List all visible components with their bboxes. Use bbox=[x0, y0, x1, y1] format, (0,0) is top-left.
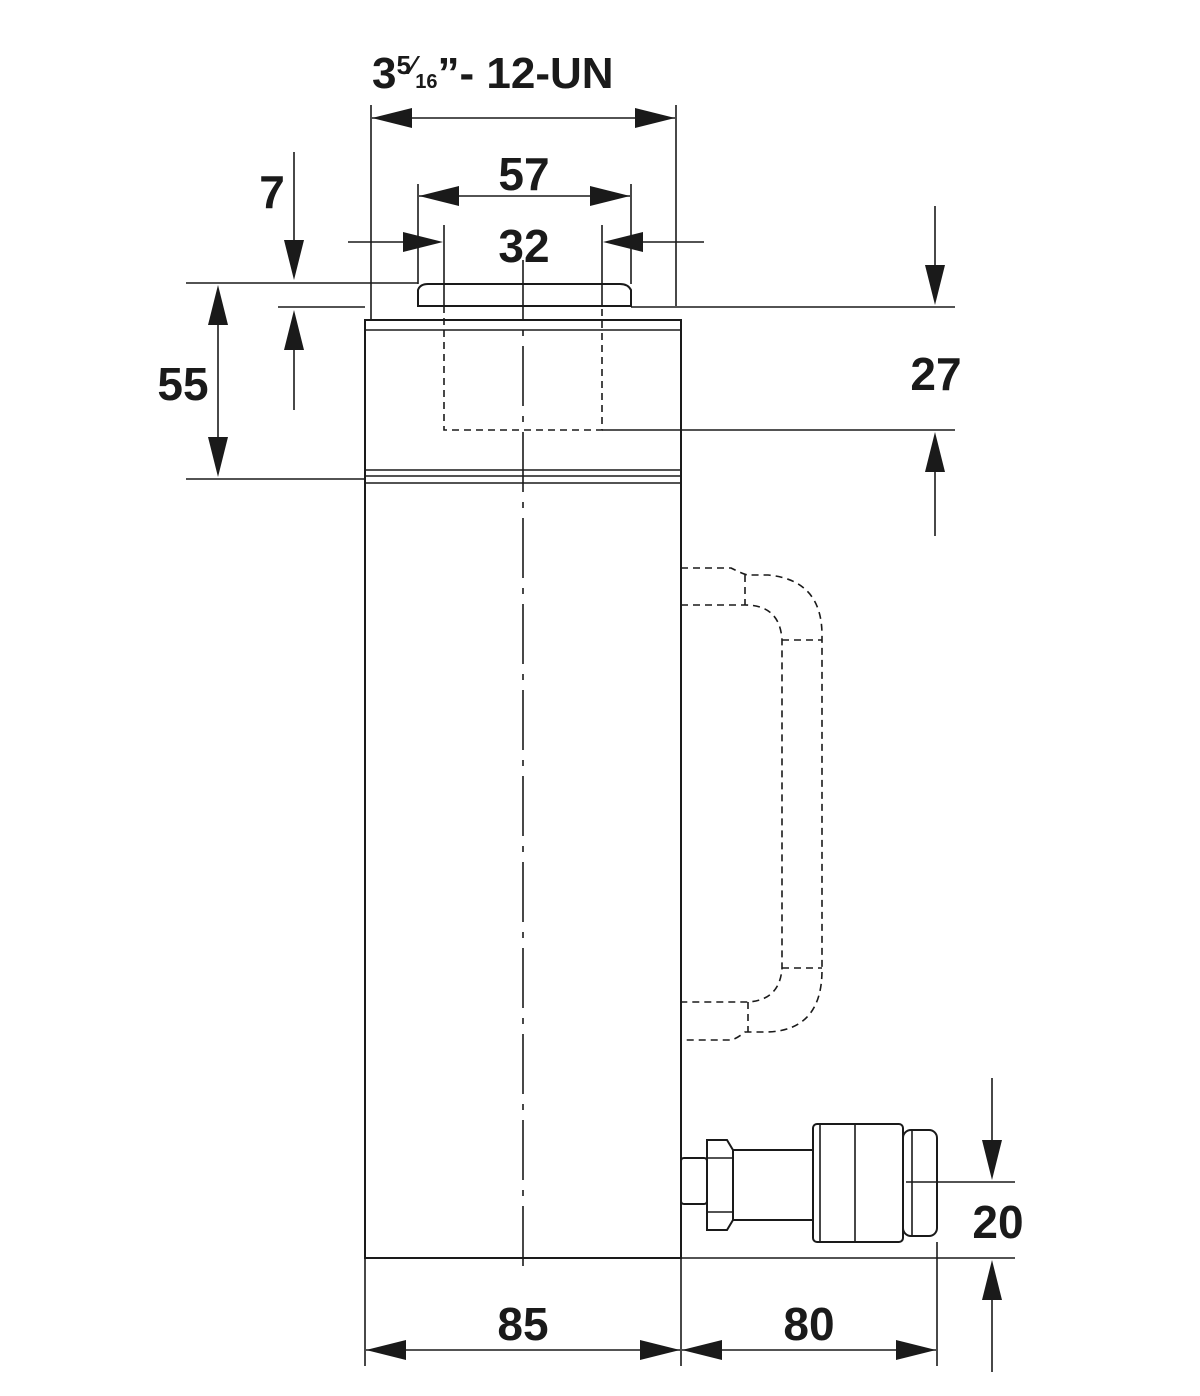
thread-whole: 3 bbox=[372, 49, 396, 98]
coupler-height-label: 20 bbox=[972, 1196, 1023, 1248]
thread-label: 35⁄16”- 12-UN bbox=[372, 49, 614, 98]
hydraulic-coupler bbox=[680, 1123, 938, 1243]
saddle-protrusion-label: 7 bbox=[259, 166, 285, 218]
dim-thread: 35⁄16”- 12-UN bbox=[370, 49, 677, 320]
dim-body-diameter: 85 bbox=[364, 1258, 682, 1366]
dim-coupler-length: 80 bbox=[682, 1242, 938, 1366]
dim-saddle-diameter: 57 bbox=[417, 148, 632, 284]
dim-collar-height: 55 bbox=[157, 285, 365, 480]
plunger-diameter-label: 32 bbox=[498, 220, 549, 272]
handle-hidden bbox=[681, 567, 823, 1041]
collar-height-label: 55 bbox=[157, 358, 208, 410]
thread-bore-hidden bbox=[443, 306, 603, 431]
thread-numerator: 5 bbox=[396, 50, 410, 80]
arrow-right bbox=[635, 108, 675, 128]
body-diameter-label: 85 bbox=[497, 1298, 548, 1350]
thread-denominator: 16 bbox=[415, 71, 437, 93]
thread-depth-label: 27 bbox=[910, 348, 961, 400]
arrow-left bbox=[372, 108, 412, 128]
saddle bbox=[417, 283, 632, 307]
dim-saddle-protrusion: 7 bbox=[186, 152, 418, 410]
saddle-diameter-label: 57 bbox=[498, 148, 549, 200]
thread-suffix: ”- 12-UN bbox=[438, 49, 614, 98]
coupler-length-label: 80 bbox=[783, 1298, 834, 1350]
dim-coupler-height: 20 bbox=[682, 1078, 1024, 1372]
dim-thread-depth: 27 bbox=[602, 206, 962, 536]
dim-plunger-diameter: 32 bbox=[348, 220, 704, 306]
